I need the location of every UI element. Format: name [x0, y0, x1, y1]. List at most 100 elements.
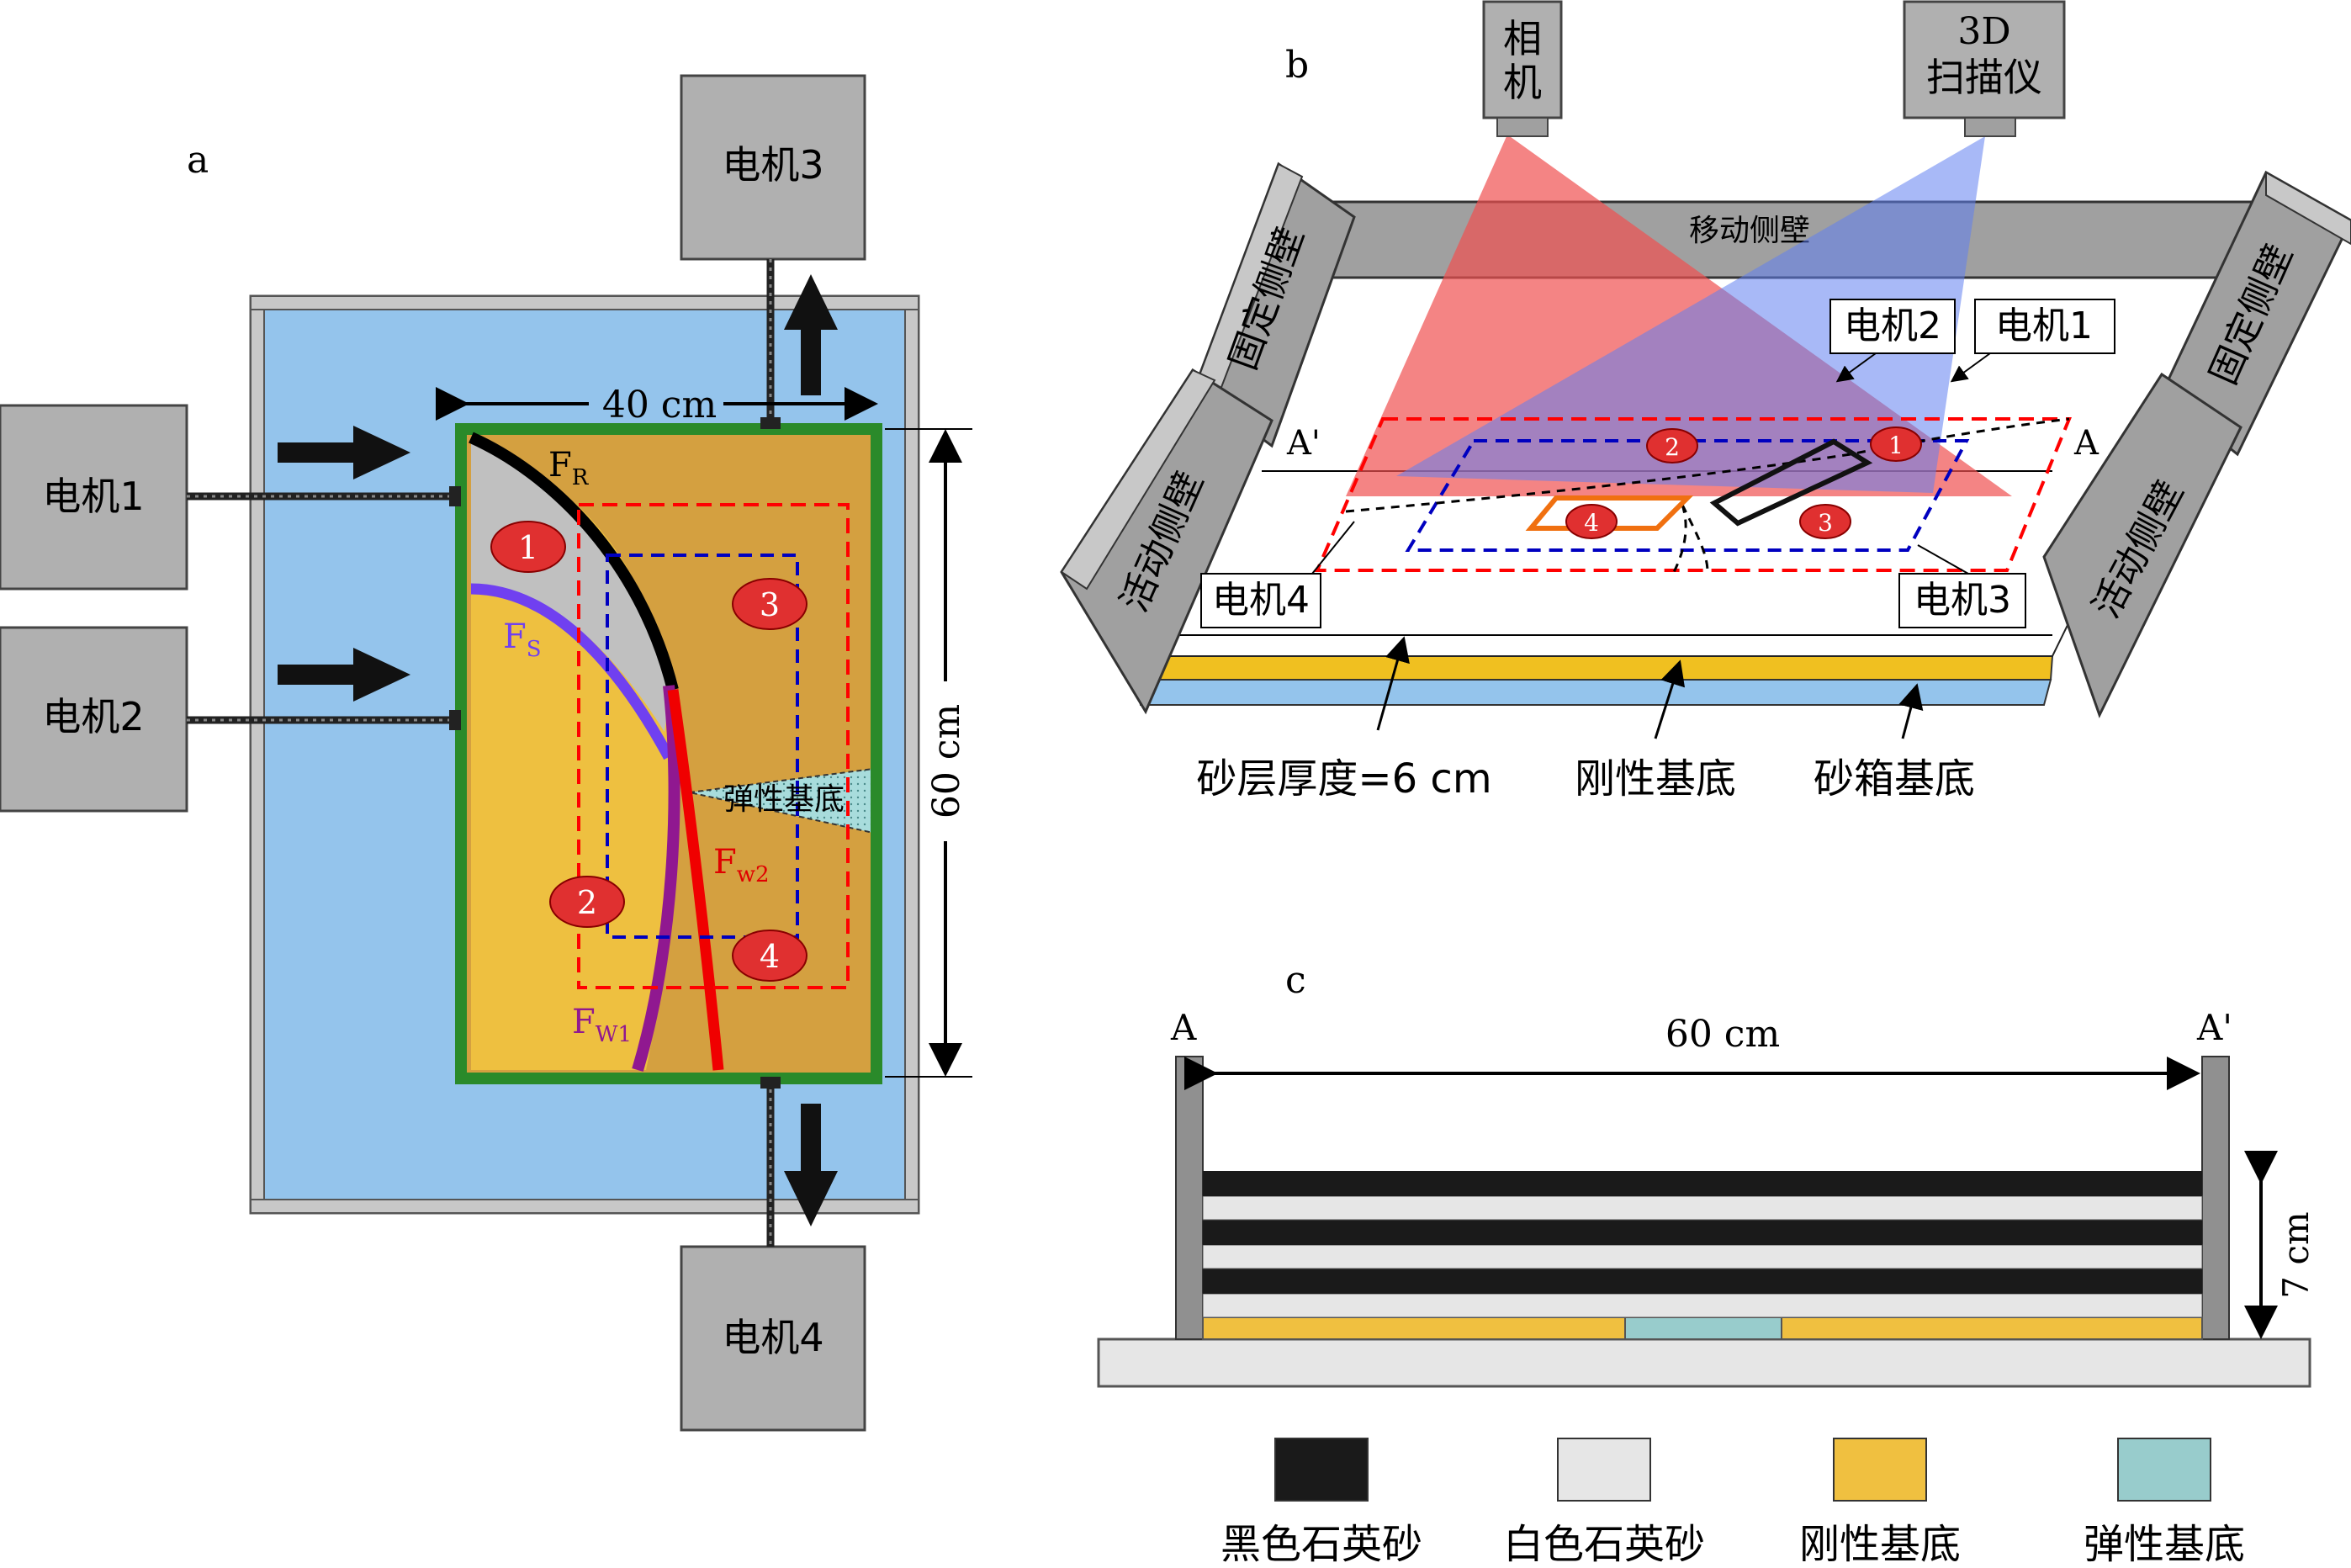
tank-left-wall — [250, 295, 265, 1214]
dim-40cm-label: 40 cm — [602, 384, 717, 426]
sand-layer-white-3 — [1202, 1293, 2203, 1318]
panel-c: c A A' 60 cm 7 cm — [1097, 959, 2317, 1388]
svg-text:电机4: 电机4 — [1212, 579, 1310, 622]
section-a-prime-c: A' — [2196, 1007, 2232, 1048]
3d-scanner: 3D 扫描仪 — [1903, 0, 2066, 137]
label-fw2: Fw2 — [713, 843, 770, 887]
tank-bottom-wall — [250, 1199, 919, 1214]
svg-text:扫描仪: 扫描仪 — [1926, 55, 2042, 100]
moving-wall-label: 移动侧壁 — [1689, 214, 1810, 248]
motor-1-a: 电机1 — [0, 404, 461, 591]
right-fixed-wall-top — [2265, 171, 2351, 246]
legend-item-black-sand: 黑色石英砂 — [1221, 1438, 1422, 1568]
svg-text:电机3: 电机3 — [1914, 579, 2011, 622]
base-plate-c — [1097, 1338, 2311, 1388]
motor-4-label-b: 电机4 — [1200, 521, 1355, 628]
panel-a: a 1 3 2 — [0, 74, 972, 1432]
marker-a-3: 3 — [732, 578, 807, 630]
callout-sandbox-base — [1898, 683, 1924, 739]
label-fr: FR — [548, 446, 590, 490]
svg-text:3: 3 — [1818, 509, 1833, 537]
blue-dashed-region — [606, 554, 799, 939]
marker-a-4: 4 — [732, 930, 807, 982]
red-dashed-region-b — [1314, 417, 2072, 572]
sand-layer-black-2 — [1203, 1220, 2202, 1245]
push-arrow-2 — [278, 648, 410, 702]
fault-trace-b3 — [1681, 504, 1709, 573]
sand-layer-black-1 — [1203, 1171, 2202, 1196]
svg-text:电机3: 电机3 — [722, 142, 823, 188]
fault-fr — [469, 432, 679, 691]
svg-text:2: 2 — [1665, 433, 1680, 461]
label-sand-thickness: 砂层厚度=6 cm — [1196, 755, 1491, 803]
panel-b-label: b — [1285, 44, 1309, 87]
motor-3-a: 电机3 — [680, 74, 866, 429]
marker-b-3: 3 — [1799, 504, 1851, 539]
tank-right-wall — [904, 295, 919, 1214]
marker-b-1: 1 — [1870, 426, 1922, 462]
right-active-wall — [2042, 372, 2242, 718]
blue-dashed-region-b — [1405, 439, 1970, 552]
svg-text:机: 机 — [1503, 60, 1542, 105]
rigid-base-c-left — [1202, 1316, 1626, 1340]
fault-fw2 — [667, 689, 724, 1071]
scanner-beam — [1396, 136, 1985, 493]
panel-b: b 移动侧壁 固定侧壁 活动侧壁 固定侧壁 活动侧壁 — [1060, 0, 2351, 803]
dim-40cm-bg — [589, 384, 723, 422]
svg-text:白色石英砂: 白色石英砂 — [1503, 1521, 1705, 1568]
dim-60cm-c-label: 60 cm — [1665, 1013, 1780, 1056]
fault-fw1 — [632, 685, 680, 1072]
marker-b-2: 2 — [1646, 428, 1698, 464]
fault-trace-b2 — [1672, 504, 1687, 573]
legend: 黑色石英砂 白色石英砂 刚性基底 弹性基底 — [1221, 1438, 2245, 1568]
black-window — [1709, 438, 1873, 527]
camera: 相 机 — [1482, 0, 1563, 137]
motor-3-label-b: 电机3 — [1898, 544, 2026, 628]
legend-item-white-sand: 白色石英砂 — [1503, 1438, 1705, 1568]
section-a-b: A — [2073, 424, 2099, 463]
marker-a-2: 2 — [549, 876, 625, 928]
sandbox-frame — [455, 423, 882, 1084]
elastic-base-c — [1624, 1316, 1782, 1340]
right-wall-c — [2201, 1056, 2230, 1340]
motor-1-label-b: 电机1 — [1950, 299, 2115, 383]
rigid-base-c-right — [1781, 1316, 2203, 1340]
left-active-wall-top — [1060, 368, 1216, 591]
svg-text:1: 1 — [1888, 432, 1904, 459]
motor-2-a: 电机2 — [0, 626, 461, 813]
sand-layer-white-1 — [1202, 1195, 2203, 1221]
rigid-base-layer — [1134, 655, 2054, 681]
svg-text:4: 4 — [1584, 509, 1599, 537]
svg-text:电机4: 电机4 — [722, 1315, 823, 1360]
dim-60cm-label: 60 cm — [925, 704, 968, 818]
legend-item-rigid-base: 刚性基底 — [1799, 1438, 1961, 1568]
elastic-base-wedge — [690, 769, 873, 833]
motor-4-a: 电机4 — [680, 1077, 866, 1432]
sand-layer-black-3 — [1203, 1269, 2202, 1294]
label-fs: FS — [503, 617, 542, 662]
svg-text:4: 4 — [760, 938, 780, 975]
section-a-c: A — [1170, 1007, 1197, 1048]
label-fw1: FW1 — [572, 1003, 632, 1047]
orange-window — [1525, 495, 1694, 531]
push-arrow-1 — [278, 426, 410, 479]
svg-text:相: 相 — [1503, 16, 1542, 61]
pull-arrow-4 — [784, 1104, 838, 1226]
svg-text:弹性基底: 弹性基底 — [2084, 1521, 2245, 1568]
svg-text:电机1: 电机1 — [1995, 305, 2093, 347]
svg-text:3D: 3D — [1957, 10, 2010, 53]
tank-top-wall — [250, 295, 919, 310]
motor-2-label-b: 电机2 — [1829, 299, 1956, 383]
callout-sand-thickness — [1376, 636, 1410, 731]
label-rigid-base-b: 刚性基底 — [1575, 755, 1736, 803]
sand-layer-white-2 — [1202, 1244, 2203, 1269]
svg-text:1: 1 — [518, 529, 538, 566]
section-a-prime-b: A' — [1286, 424, 1321, 463]
marker-a-1: 1 — [490, 521, 566, 573]
left-wall-c — [1175, 1056, 1204, 1340]
callout-rigid-base — [1654, 660, 1686, 739]
svg-text:电机2: 电机2 — [1844, 305, 1941, 347]
label-sandbox-base-b: 砂箱基底 — [1814, 755, 1975, 803]
svg-text:黑色石英砂: 黑色石英砂 — [1221, 1521, 1422, 1568]
svg-text:电机1: 电机1 — [42, 474, 144, 519]
